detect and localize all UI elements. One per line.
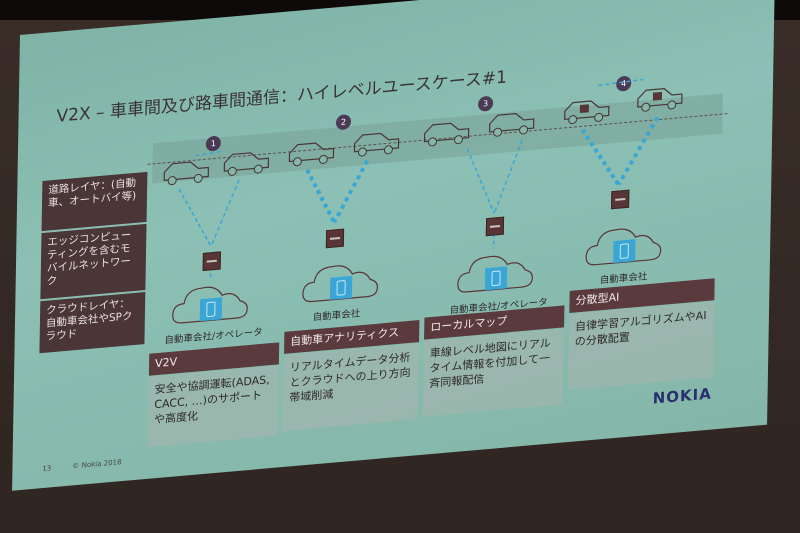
page-number: 13 (42, 464, 52, 474)
car-icon (353, 132, 400, 157)
car-icon (223, 152, 270, 176)
cloud-icon (302, 265, 378, 303)
car-with-node-icon (637, 88, 683, 112)
connection-arrows (178, 78, 660, 279)
layer-edge-mobile-network: エッジコンピューティングを含むモバイルネットワーク (40, 223, 147, 300)
car-icon (163, 161, 210, 186)
edge-node-icon (485, 216, 505, 237)
usecase-body-local-map: 車線レベル地図にリアルタイム情報を付加して一斉同報配信 (422, 328, 565, 417)
car-with-node-icon (564, 100, 610, 125)
layer-road: 道路レイヤ：(自動車、オートバイ等) (41, 171, 148, 232)
car-icon (423, 122, 470, 147)
usecase-body-distributed-ai: 自律学習アルゴリズムやAIの分散配置 (567, 301, 715, 391)
cloud-icon (457, 255, 533, 293)
cloud-icon (585, 228, 662, 266)
cloud-icon (172, 286, 248, 324)
edge-node-icon (611, 189, 630, 210)
layer-cloud: クラウドレイヤ：自動車会社やSPクラウド (39, 292, 146, 354)
car-icon (288, 142, 335, 167)
usecase-body-analytics: リアルタイムデータ分析とクラウドへの上り方向帯域削減 (282, 343, 420, 432)
slide: V2X – 車車間及び路車間通信：ハイレベルユースケース#1 1 2 3 4 (12, 0, 776, 491)
edge-node-icon (325, 228, 345, 249)
edge-node-icon (202, 251, 221, 272)
car-icon (488, 112, 535, 137)
usecase-body-v2v: 安全や協調運転(ADAS, CACC, …)のサポートや高度化 (147, 365, 279, 447)
